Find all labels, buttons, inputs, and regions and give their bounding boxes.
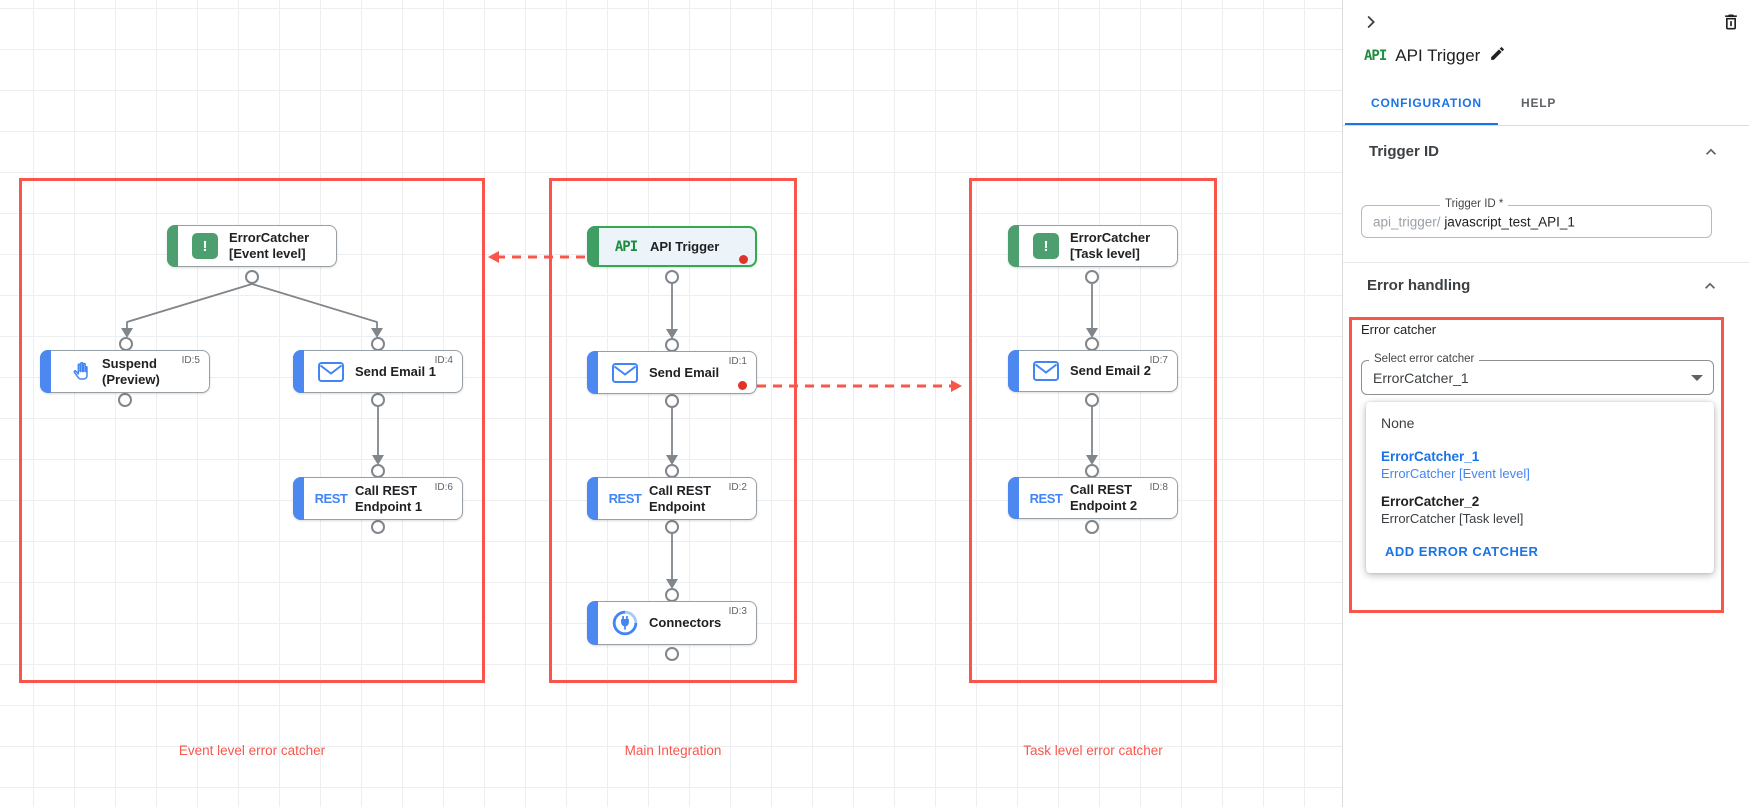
- active-tab-indicator: [1345, 123, 1498, 126]
- node-id-badge: ID:2: [728, 482, 747, 493]
- node-id-badge: ID:3: [728, 606, 747, 617]
- menu-item-errorcatcher-2[interactable]: ErrorCatcher_2 ErrorCatcher [Task level]: [1381, 493, 1699, 527]
- rest-icon: REST: [314, 491, 348, 506]
- node-label: ErrorCatcher [Task level]: [1070, 230, 1151, 261]
- event-level-group-box: [19, 178, 485, 683]
- panel-header: API API Trigger: [1364, 45, 1506, 67]
- error-catcher-icon: !: [1031, 233, 1061, 259]
- tab-help[interactable]: HELP: [1521, 96, 1557, 110]
- trigger-id-field-label: Trigger ID *: [1440, 198, 1509, 210]
- node-accent-bar: [40, 350, 51, 393]
- collapse-section-icon[interactable]: [1701, 142, 1721, 167]
- node-label: Send Email: [649, 364, 720, 380]
- select-error-catcher-value: ErrorCatcher_1: [1373, 369, 1469, 386]
- menu-item-errorcatcher-1[interactable]: ErrorCatcher_1 ErrorCatcher [Event level…: [1381, 448, 1699, 482]
- node-id-badge: ID:8: [1149, 482, 1168, 493]
- node-id-badge: ID:4: [434, 355, 453, 366]
- node-accent-bar: [293, 477, 304, 520]
- node-accent-bar: [587, 601, 598, 645]
- error-connection-dot[interactable]: [739, 255, 748, 264]
- error-catcher-group-label: Error catcher: [1361, 322, 1437, 337]
- email-icon: [316, 361, 346, 382]
- main-integration-caption: Main Integration: [624, 743, 722, 758]
- node-errorcatcher-task[interactable]: ! ErrorCatcher [Task level]: [1008, 225, 1178, 267]
- collapse-panel-icon[interactable]: [1359, 11, 1381, 38]
- node-label: Call REST Endpoint 2: [1070, 482, 1138, 513]
- option-name: ErrorCatcher_1: [1381, 449, 1480, 464]
- node-label: Send Email 2: [1070, 363, 1151, 379]
- email-icon: [610, 362, 640, 383]
- option-name: ErrorCatcher_2: [1381, 494, 1480, 509]
- trigger-id-value: javascript_test_API_1: [1444, 214, 1575, 229]
- option-desc: ErrorCatcher [Task level]: [1381, 511, 1524, 526]
- select-error-catcher[interactable]: Select error catcher ErrorCatcher_1: [1361, 353, 1714, 395]
- node-suspend[interactable]: ID:5 Suspend (Preview): [40, 350, 210, 393]
- event-level-caption: Event level error catcher: [178, 743, 326, 758]
- node-send-email[interactable]: ID:1 Send Email: [587, 351, 757, 394]
- node-label: ErrorCatcher [Event level]: [229, 230, 310, 261]
- node-send-email-2[interactable]: ID:7 Send Email 2: [1008, 350, 1178, 392]
- panel-title: API Trigger: [1395, 46, 1481, 65]
- node-accent-bar: [587, 477, 598, 520]
- node-accent-bar: [167, 225, 178, 267]
- option-desc: ErrorCatcher [Event level]: [1381, 466, 1530, 481]
- node-accent-bar: [587, 351, 598, 394]
- edit-title-icon[interactable]: [1489, 45, 1506, 67]
- error-catcher-dropdown-menu: None ErrorCatcher_1 ErrorCatcher [Event …: [1366, 402, 1714, 573]
- node-accent-bar: [293, 350, 304, 393]
- delete-trigger-icon[interactable]: [1721, 11, 1741, 38]
- add-error-catcher-button[interactable]: ADD ERROR CATCHER: [1385, 544, 1539, 559]
- divider: [1343, 125, 1749, 126]
- node-api-trigger[interactable]: API API Trigger: [587, 226, 757, 267]
- divider: [1343, 262, 1749, 263]
- node-call-rest-2[interactable]: ID:8 REST Call REST Endpoint 2: [1008, 477, 1178, 519]
- node-id-badge: ID:1: [728, 356, 747, 367]
- hand-suspend-icon: [63, 361, 93, 382]
- section-error-handling: Error handling: [1367, 277, 1471, 294]
- node-label: Send Email 1: [355, 363, 436, 379]
- node-label: API Trigger: [650, 238, 720, 254]
- node-call-rest-1[interactable]: ID:6 REST Call REST Endpoint 1: [293, 477, 463, 520]
- trigger-id-prefix: api_trigger/: [1373, 214, 1441, 229]
- config-panel: API API Trigger CONFIGURATION HELP Trigg…: [1342, 0, 1749, 807]
- node-id-badge: ID:6: [434, 482, 453, 493]
- error-catcher-highlight-box: [1349, 317, 1724, 613]
- node-call-rest[interactable]: ID:2 REST Call REST Endpoint: [587, 477, 757, 520]
- api-trigger-logo-icon: API: [1364, 48, 1387, 64]
- api-trigger-icon: API: [614, 238, 638, 255]
- node-id-badge: ID:7: [1149, 355, 1168, 366]
- node-accent-bar: [1008, 477, 1019, 519]
- connectors-plug-icon: [610, 610, 640, 636]
- error-catcher-icon: !: [190, 233, 220, 259]
- node-errorcatcher-event[interactable]: ! ErrorCatcher [Event level]: [167, 225, 337, 267]
- node-id-badge: ID:5: [181, 355, 200, 366]
- dropdown-arrow-icon[interactable]: [1691, 374, 1703, 381]
- node-label: Suspend (Preview): [102, 355, 160, 387]
- collapse-section-icon[interactable]: [1700, 276, 1720, 301]
- trigger-id-field-value[interactable]: api_trigger/ javascript_test_API_1: [1373, 214, 1575, 229]
- task-level-group-box: [969, 178, 1217, 683]
- select-error-catcher-label: Select error catcher: [1369, 353, 1480, 365]
- node-label: Connectors: [649, 615, 722, 631]
- node-label: Call REST Endpoint: [649, 482, 712, 514]
- node-connectors[interactable]: ID:3 Connectors: [587, 601, 757, 645]
- section-trigger-id: Trigger ID: [1369, 143, 1440, 160]
- node-accent-bar: [1008, 350, 1019, 392]
- menu-item-none[interactable]: None: [1381, 415, 1415, 431]
- integration-canvas[interactable]: ! ErrorCatcher [Event level] ID:5 Suspen…: [0, 0, 1342, 807]
- rest-icon: REST: [1029, 490, 1063, 506]
- error-connection-dot[interactable]: [738, 381, 747, 390]
- email-icon: [1031, 361, 1061, 381]
- node-label: Call REST Endpoint 1: [355, 482, 423, 514]
- node-send-email-1[interactable]: ID:4 Send Email 1: [293, 350, 463, 393]
- tab-configuration[interactable]: CONFIGURATION: [1371, 96, 1482, 110]
- node-accent-bar: [587, 226, 599, 267]
- rest-icon: REST: [608, 491, 642, 506]
- node-accent-bar: [1008, 225, 1019, 267]
- task-level-caption: Task level error catcher: [1023, 743, 1163, 758]
- main-integration-group-box: [549, 178, 797, 683]
- trigger-id-field[interactable]: Trigger ID * api_trigger/ javascript_tes…: [1361, 198, 1712, 238]
